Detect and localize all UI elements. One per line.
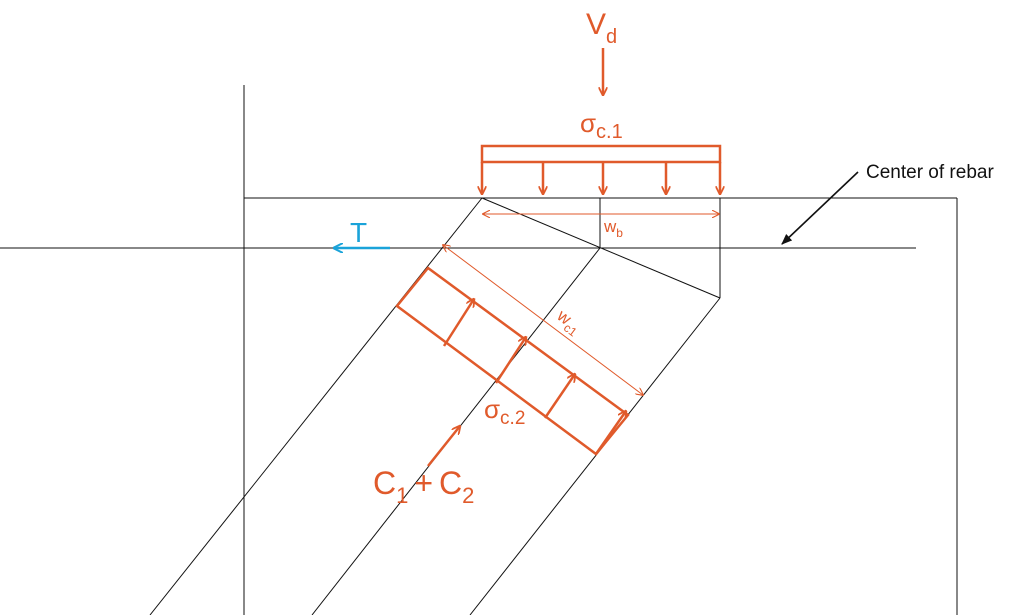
sigma-c2-block-outline [395, 266, 630, 456]
wb-label: wb [603, 217, 623, 240]
wc1-dimension-line [443, 245, 643, 395]
sigma-c2-label: σc.2 [484, 394, 525, 429]
wc1-label: wc1 [550, 305, 585, 339]
structure-outline [0, 85, 958, 615]
strut-left-edge [149, 197, 483, 615]
tension-label: T [350, 217, 367, 248]
c1-c2-arrow [427, 426, 460, 467]
vd-label: Vd [586, 8, 617, 48]
center-of-rebar-label: Center of rebar [866, 162, 994, 183]
sigma-c1-stress-block [480, 144, 722, 194]
center-of-rebar-leader [781, 171, 859, 245]
c1-c2-label: C1+C2 [373, 465, 474, 508]
sigma-c1-block-outline [480, 144, 722, 164]
strut-right-edge [469, 297, 721, 615]
sigma-c2-stress-block [395, 266, 630, 456]
vd-load: Vd [586, 8, 617, 95]
sigma-c1-label: σc.1 [580, 108, 623, 143]
